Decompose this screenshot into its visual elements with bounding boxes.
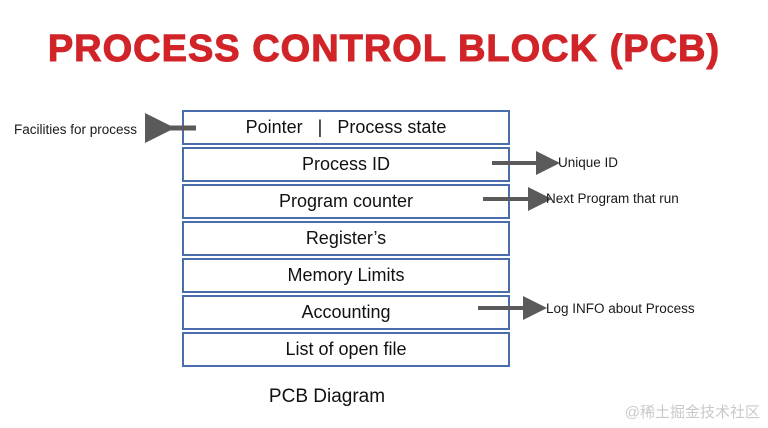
diagram-caption: PCB Diagram bbox=[268, 386, 386, 407]
pcb-row-memory-limits: Memory Limits bbox=[182, 258, 510, 293]
pcb-row-process-id: Process ID bbox=[182, 147, 510, 182]
pcb-row-pointer-process-state: Pointer | Process state bbox=[182, 110, 510, 145]
pcb-row-registers: Register’s bbox=[182, 221, 510, 256]
annotation-log-info-about-process: Log INFO about Process bbox=[546, 301, 695, 316]
annotation-next-program-that-run: Next Program that run bbox=[546, 191, 679, 206]
page-title: PROCESS CONTROL BLOCK (PCB) bbox=[47, 28, 721, 71]
pcb-row-accounting: Accounting bbox=[182, 295, 510, 330]
annotation-unique-id: Unique ID bbox=[558, 155, 619, 170]
pcb-table: Pointer | Process state Process ID Progr… bbox=[182, 110, 510, 367]
watermark-text: @稀土掘金技术社区 bbox=[624, 404, 760, 421]
pcb-row-list-of-open-file: List of open file bbox=[182, 332, 510, 367]
annotation-facilities-for-process: Facilities for process bbox=[14, 122, 138, 137]
pcb-row-program-counter: Program counter bbox=[182, 184, 510, 219]
